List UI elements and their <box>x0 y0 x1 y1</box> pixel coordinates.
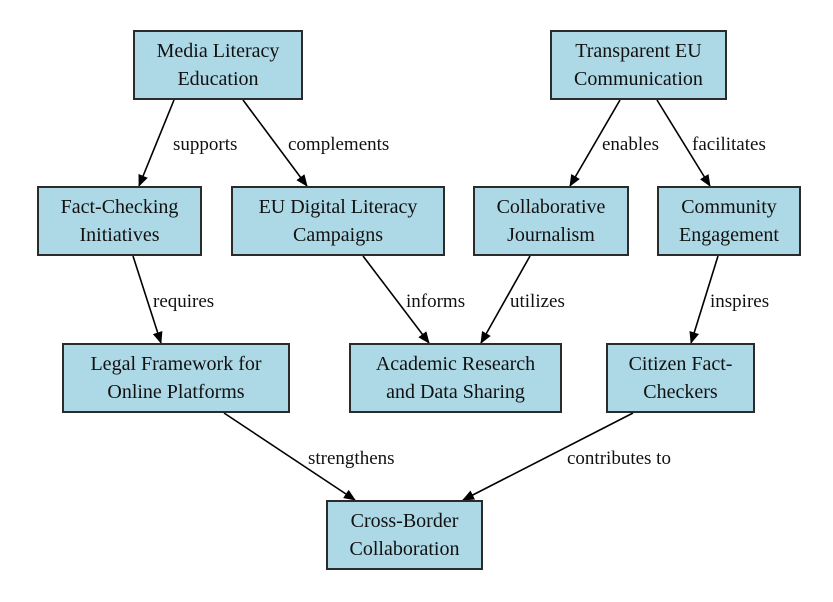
edge-label-complements: complements <box>288 134 389 155</box>
edge-utilizes <box>480 255 531 344</box>
edge-label-enables: enables <box>602 134 659 155</box>
edge-requires <box>132 255 163 344</box>
edge-facilitates <box>656 99 711 187</box>
node-legal-framework-online-platforms[interactable]: Legal Framework for Online Platforms <box>62 343 290 413</box>
edge-contributes-to <box>462 412 634 501</box>
edge-complements <box>242 99 308 187</box>
edge-strengthens <box>223 412 356 501</box>
edge-inspires <box>689 255 719 344</box>
edge-enables <box>569 99 621 187</box>
node-academic-research-data-sharing[interactable]: Academic Research and Data Sharing <box>349 343 562 413</box>
node-collaborative-journalism[interactable]: Collaborative Journalism <box>473 186 629 256</box>
node-transparent-eu-communication[interactable]: Transparent EU Communication <box>550 30 727 100</box>
edge-label-contributes-to: contributes to <box>567 448 671 469</box>
node-community-engagement[interactable]: Community Engagement <box>657 186 801 256</box>
edge-label-facilitates: facilitates <box>692 134 766 155</box>
edge-label-supports: supports <box>173 134 237 155</box>
node-fact-checking-initiatives[interactable]: Fact-Checking Initiatives <box>37 186 202 256</box>
node-media-literacy-education[interactable]: Media Literacy Education <box>133 30 303 100</box>
edge-informs <box>362 255 430 344</box>
node-cross-border-collaboration[interactable]: Cross-Border Collaboration <box>326 500 483 570</box>
edge-label-strengthens: strengthens <box>308 448 395 469</box>
edge-supports <box>138 99 175 187</box>
edge-label-informs: informs <box>406 291 465 312</box>
edge-label-inspires: inspires <box>710 291 769 312</box>
node-eu-digital-literacy-campaigns[interactable]: EU Digital Literacy Campaigns <box>231 186 445 256</box>
edge-label-utilizes: utilizes <box>510 291 565 312</box>
node-citizen-fact-checkers[interactable]: Citizen Fact- Checkers <box>606 343 755 413</box>
edge-label-requires: requires <box>153 291 214 312</box>
